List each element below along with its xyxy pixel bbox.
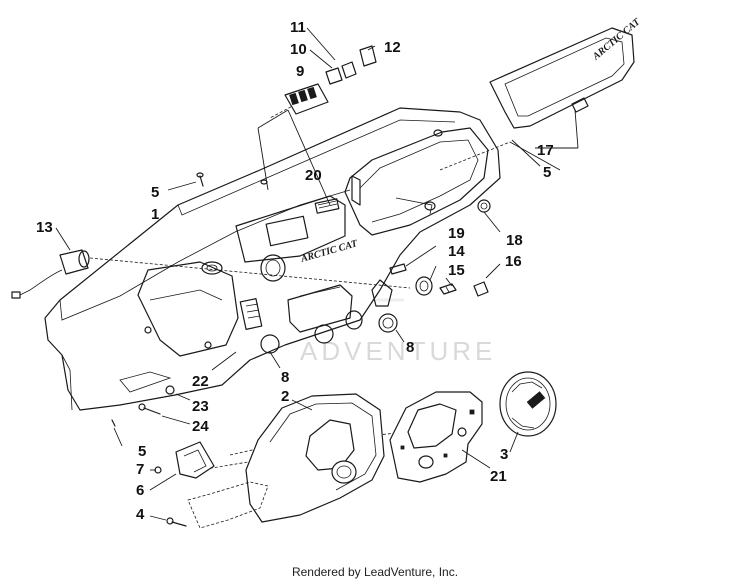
screw-part-4 (166, 517, 187, 527)
callout-24: 24 (192, 418, 209, 435)
callout-8-right: 8 (406, 339, 414, 356)
callout-11: 11 (290, 19, 306, 36)
pin-part-19 (389, 263, 407, 275)
callout-17: 17 (537, 142, 554, 159)
callout-5-top: 5 (151, 184, 159, 201)
switch-bank-part-9 (284, 83, 329, 115)
instrument-housing-part-2 (245, 393, 385, 523)
callout-13: 13 (36, 219, 53, 236)
speedometer-part-3 (499, 371, 557, 437)
switch-part-11 (341, 61, 357, 79)
callout-12: 12 (384, 39, 401, 56)
callout-6: 6 (136, 482, 144, 499)
callout-5-bottom: 5 (138, 443, 146, 460)
dashboard-body-part: ARCTIC CAT (44, 107, 501, 411)
callout-7: 7 (136, 461, 144, 478)
screw-part-24 (138, 403, 161, 415)
callout-22: 22 (192, 373, 209, 390)
callout-labels: 11 10 12 9 17 5 5 5 1 20 13 18 19 14 15 … (36, 19, 554, 523)
screw-part-5-top (196, 172, 204, 187)
callout-23: 23 (192, 398, 209, 415)
callout-8-left: 8 (281, 369, 289, 386)
callout-15: 15 (448, 262, 465, 279)
upper-shroud-part-17: ARCTIC CAT (489, 16, 643, 129)
switch-part-12 (359, 45, 377, 67)
callout-10: 10 (290, 41, 307, 58)
callout-21: 21 (490, 468, 507, 485)
callout-4: 4 (136, 506, 145, 523)
callout-14: 14 (448, 243, 465, 260)
clip-part-23 (165, 385, 175, 395)
screw-part-5-bottom (111, 419, 116, 427)
callout-9: 9 (296, 63, 304, 80)
dashboard-exploded-diagram: ADVENTURE ARCTIC CAT (11, 16, 643, 529)
callout-5-right: 5 (543, 164, 551, 181)
ignition-switch-part-13 (11, 249, 90, 299)
watermark: ADVENTURE (300, 336, 496, 366)
switch-part-10 (325, 67, 343, 85)
callout-19: 19 (448, 225, 465, 242)
cap-part-16 (473, 281, 489, 297)
bezel-ring-part-6 (175, 441, 215, 479)
callout-3: 3 (500, 446, 508, 463)
bezel-part-14 (415, 276, 433, 296)
render-credit: Rendered by LeadVenture, Inc. (291, 565, 459, 579)
callout-18: 18 (506, 232, 523, 249)
decal-plate-part-21 (389, 391, 483, 483)
callout-16: 16 (505, 253, 522, 270)
callout-1: 1 (151, 206, 159, 223)
key-part-15 (439, 283, 457, 295)
callout-20: 20 (305, 167, 322, 184)
grommet-part-18 (477, 199, 491, 213)
callout-2: 2 (281, 388, 289, 405)
grommet-part-8 (378, 313, 398, 333)
